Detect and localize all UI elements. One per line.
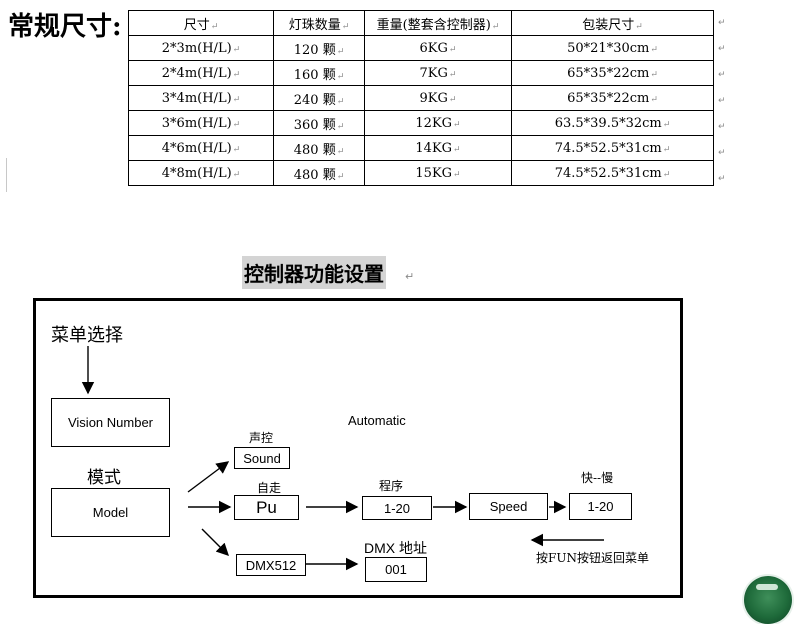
table-cell: 12KG↵ bbox=[364, 110, 512, 136]
table-cell: 3*6m(H/L)↵ bbox=[128, 110, 274, 136]
paragraph-mark: ↵ bbox=[635, 21, 643, 32]
paragraph-mark: ↵ bbox=[662, 169, 671, 180]
column-header: 尺寸↵ bbox=[128, 10, 274, 36]
mode-label: 模式 bbox=[87, 468, 121, 488]
paragraph-mark: ↵ bbox=[491, 21, 500, 32]
program-range-box: 1-20 bbox=[362, 496, 432, 520]
table-cell: 74.5*52.5*31cm↵ bbox=[511, 135, 714, 161]
table-cell: 6KG↵ bbox=[364, 35, 512, 61]
table-cell: 50*21*30cm↵ bbox=[511, 35, 714, 61]
paragraph-mark: ↵ bbox=[650, 44, 658, 55]
table-cell: 120 颗↵ bbox=[273, 35, 365, 61]
return-note: 按FUN按钮返回菜单 bbox=[536, 551, 649, 565]
paragraph-mark: ↵ bbox=[232, 119, 241, 130]
paragraph-mark: ↵ bbox=[448, 69, 457, 80]
table-cell: 480 颗↵ bbox=[273, 135, 365, 161]
paragraph-mark: ↵ bbox=[448, 44, 457, 55]
arrow-model-to-dmx512 bbox=[201, 528, 229, 556]
fast-slow-label: 快--慢 bbox=[581, 471, 614, 485]
paragraph-mark: ↵ bbox=[405, 270, 415, 283]
paragraph-mark: ↵ bbox=[718, 148, 726, 158]
paragraph-mark: ↵ bbox=[232, 169, 241, 180]
table-cell: 63.5*39.5*32cm↵ bbox=[511, 110, 714, 136]
table-row: 4*6m(H/L)↵480 颗↵14KG↵74.5*52.5*31cm↵ bbox=[128, 135, 714, 161]
menu-select-label: 菜单选择 bbox=[51, 325, 123, 346]
table-row: 2*4m(H/L)↵160 颗↵7KG↵65*35*22cm↵ bbox=[128, 60, 714, 86]
paragraph-mark: ↵ bbox=[453, 169, 461, 180]
paragraph-mark: ↵ bbox=[341, 21, 350, 32]
table-cell: 4*6m(H/L)↵ bbox=[128, 135, 274, 161]
paragraph-mark: ↵ bbox=[650, 69, 658, 80]
table-cell: 65*35*22cm↵ bbox=[511, 85, 714, 111]
sound-label: 声控 bbox=[249, 431, 274, 445]
controller-title: 控制器功能设置 bbox=[242, 256, 386, 289]
paragraph-mark: ↵ bbox=[232, 94, 241, 105]
table-cell: 3*4m(H/L)↵ bbox=[128, 85, 274, 111]
column-header: 灯珠数量↵ bbox=[273, 10, 365, 36]
vision-number-box: Vision Number bbox=[51, 398, 170, 447]
table-cell: 65*35*22cm↵ bbox=[511, 60, 714, 86]
column-header: 包装尺寸↵ bbox=[511, 10, 714, 36]
paragraph-mark: ↵ bbox=[718, 18, 726, 28]
paragraph-mark: ↵ bbox=[336, 171, 345, 182]
model-box: Model bbox=[51, 488, 170, 537]
table-row: 3*4m(H/L)↵240 颗↵9KG↵65*35*22cm↵ bbox=[128, 85, 714, 111]
table-cell: 4*8m(H/L)↵ bbox=[128, 160, 274, 186]
table-cell: 7KG↵ bbox=[364, 60, 512, 86]
paragraph-mark: ↵ bbox=[718, 44, 726, 54]
table-cell: 2*3m(H/L)↵ bbox=[128, 35, 274, 61]
table-row: 2*3m(H/L)↵120 颗↵6KG↵50*21*30cm↵ bbox=[128, 35, 714, 61]
paragraph-mark: ↵ bbox=[336, 121, 345, 132]
speed-range-box: 1-20 bbox=[569, 493, 632, 520]
paragraph-mark: ↵ bbox=[662, 144, 671, 155]
table-cell: 15KG↵ bbox=[364, 160, 512, 186]
arrow-model-to-sound bbox=[187, 461, 230, 493]
spec-title: 常规尺寸: bbox=[8, 12, 122, 42]
speed-box: Speed bbox=[469, 493, 548, 520]
column-header: 重量(整套含控制器)↵ bbox=[364, 10, 512, 36]
table-cell: 74.5*52.5*31cm↵ bbox=[511, 160, 714, 186]
table-cell: 9KG↵ bbox=[364, 85, 512, 111]
table-header-row: 尺寸↵灯珠数量↵重量(整套含控制器)↵包装尺寸↵ bbox=[128, 10, 714, 36]
paragraph-mark: ↵ bbox=[662, 119, 671, 130]
table-row: 3*6m(H/L)↵360 颗↵12KG↵63.5*39.5*32cm↵ bbox=[128, 110, 714, 136]
paragraph-mark: ↵ bbox=[336, 96, 345, 107]
controller-diagram: 菜单选择 Vision Number 模式 Model 声控 Sound 自走 … bbox=[33, 298, 683, 598]
table-cell: 160 颗↵ bbox=[273, 60, 365, 86]
table-cell: 240 颗↵ bbox=[273, 85, 365, 111]
paragraph-mark: ↵ bbox=[232, 69, 241, 80]
paragraph-mark: ↵ bbox=[232, 144, 241, 155]
paragraph-mark: ↵ bbox=[718, 70, 726, 80]
table-cell: 2*4m(H/L)↵ bbox=[128, 60, 274, 86]
paragraph-mark: ↵ bbox=[336, 146, 345, 157]
table-cell: 480 颗↵ bbox=[273, 160, 365, 186]
paragraph-mark: ↵ bbox=[718, 122, 726, 132]
dmx-address-box: 001 bbox=[365, 557, 427, 582]
diagram-arrows bbox=[81, 346, 604, 571]
paragraph-mark: ↵ bbox=[453, 144, 461, 155]
paragraph-mark: ↵ bbox=[232, 44, 241, 55]
paragraph-mark: ↵ bbox=[650, 94, 658, 105]
paragraph-mark: ↵ bbox=[718, 174, 726, 184]
paragraph-mark: ↵ bbox=[718, 96, 726, 106]
corner-logo-icon bbox=[744, 576, 792, 624]
table-row: 4*8m(H/L)↵480 颗↵15KG↵74.5*52.5*31cm↵ bbox=[128, 160, 714, 186]
paragraph-mark: ↵ bbox=[448, 94, 457, 105]
table-cell: 360 颗↵ bbox=[273, 110, 365, 136]
pu-box: Pu bbox=[234, 495, 299, 520]
dmx-address-label: DMX 地址 bbox=[364, 540, 427, 556]
paragraph-mark: ↵ bbox=[453, 119, 461, 130]
auto-label: 自走 bbox=[257, 481, 282, 495]
ruler-marker bbox=[0, 158, 7, 192]
dmx512-box: DMX512 bbox=[236, 554, 306, 576]
program-label: 程序 bbox=[379, 479, 404, 493]
paragraph-mark: ↵ bbox=[336, 71, 345, 82]
automatic-label: Automatic bbox=[348, 413, 406, 428]
paragraph-mark: ↵ bbox=[336, 46, 345, 57]
spec-table: 尺寸↵灯珠数量↵重量(整套含控制器)↵包装尺寸↵2*3m(H/L)↵120 颗↵… bbox=[128, 10, 714, 186]
sound-box: Sound bbox=[234, 447, 290, 469]
table-cell: 14KG↵ bbox=[364, 135, 512, 161]
paragraph-mark: ↵ bbox=[210, 21, 219, 32]
